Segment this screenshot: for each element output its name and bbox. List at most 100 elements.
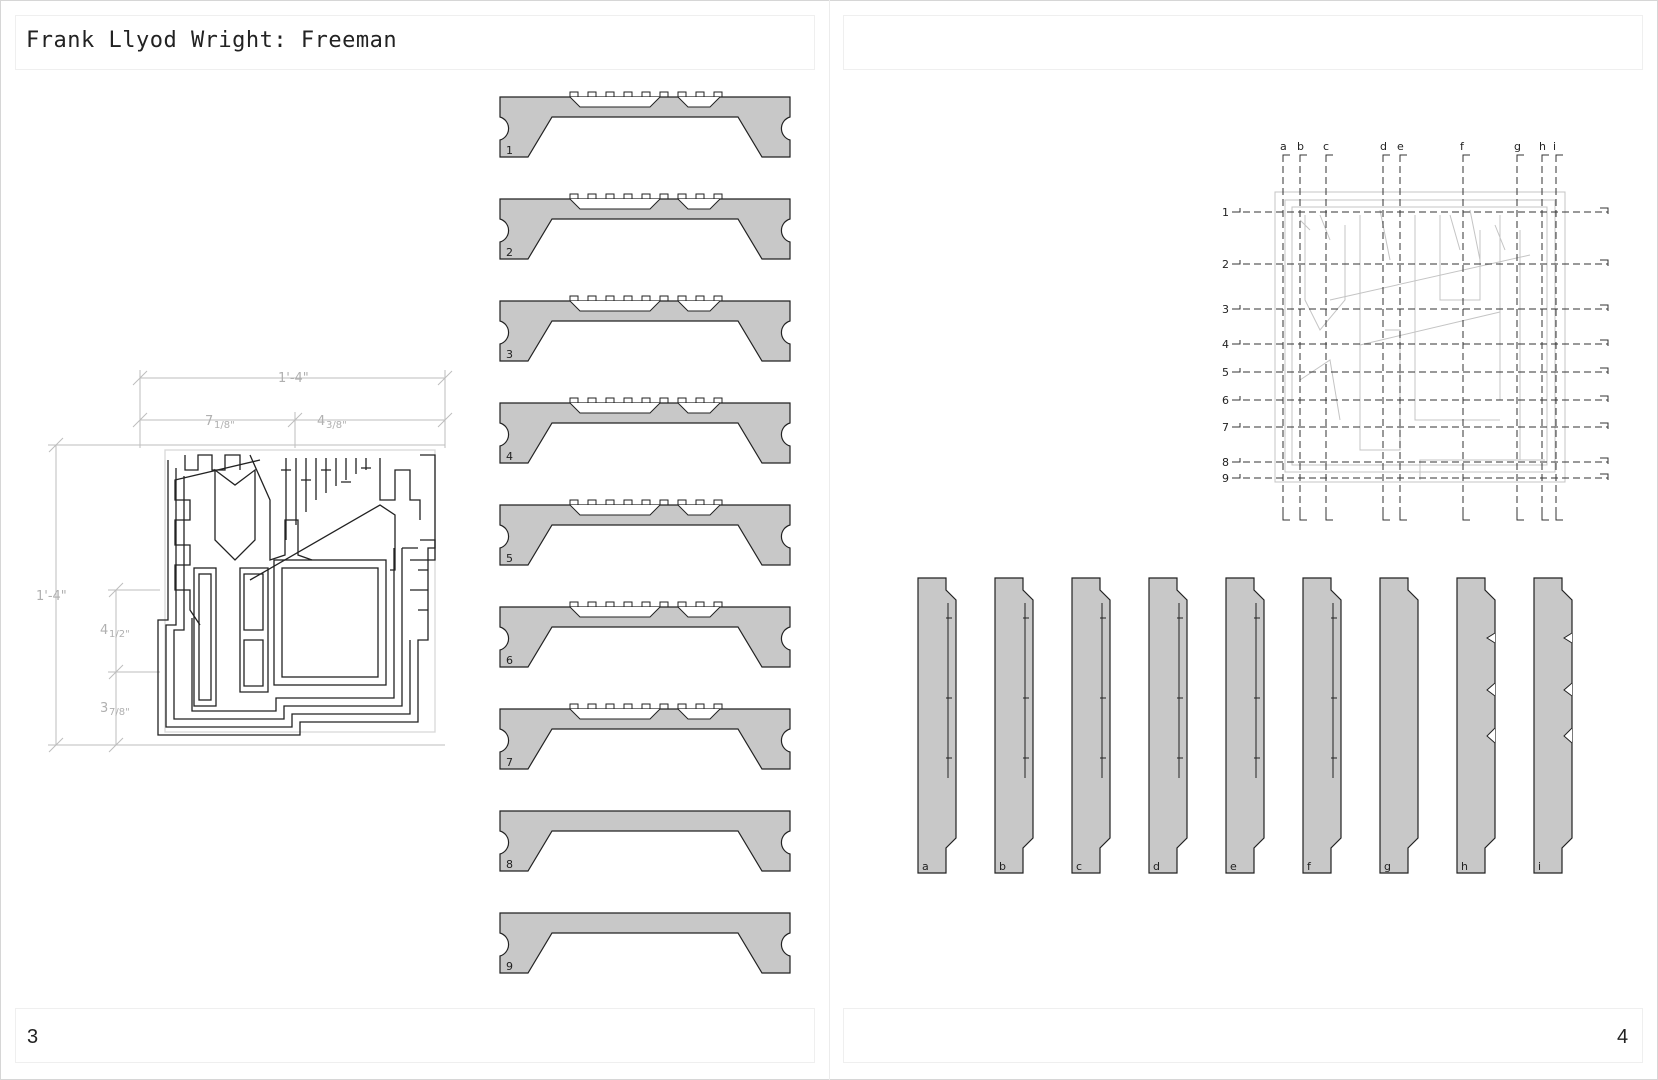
left-footer-box (15, 1008, 815, 1063)
section-col-c: c (1071, 577, 1111, 874)
cut-tick-row-1 (1232, 207, 1609, 214)
section-row-label: 8 (506, 858, 513, 871)
cut-tick-col-e (1399, 154, 1407, 521)
dim-left-label: 1'-4" (36, 589, 67, 604)
section-col-label: i (1538, 860, 1541, 873)
section-col-label: g (1384, 860, 1391, 873)
section-col-shape (1456, 577, 1496, 874)
cut-label-col-i: i (1553, 140, 1556, 153)
section-row-label: 2 (506, 246, 513, 259)
left-header-box (15, 15, 815, 70)
page-number-left: 3 (27, 1026, 39, 1048)
cut-label-col-f: f (1460, 140, 1465, 153)
section-col-detail (946, 603, 952, 778)
dim-a-label: 7 (205, 414, 213, 429)
section-col-f: f (1302, 577, 1342, 874)
cut-tick-row-7 (1232, 422, 1609, 429)
cut-label-row-5: 5 (1222, 366, 1229, 379)
section-col-shape (1379, 577, 1419, 874)
section-col-shape (1302, 577, 1342, 874)
right-footer-box (843, 1008, 1643, 1063)
section-row-detail (569, 295, 723, 301)
section-row-label: 3 (506, 348, 513, 361)
cut-tick-row-4 (1232, 339, 1609, 346)
section-row-label: 4 (506, 450, 513, 463)
section-row-detail (569, 91, 723, 97)
section-row-3: 3 (499, 295, 791, 362)
cut-label-col-b: b (1297, 140, 1304, 153)
cut-tick-row-6 (1232, 395, 1609, 402)
cut-tick-col-a (1282, 154, 1290, 521)
section-col-label: e (1230, 860, 1237, 873)
section-col-detail (1100, 603, 1106, 778)
section-row-label: 1 (506, 144, 513, 157)
dim-d-fraction: 7/8" (109, 707, 130, 718)
page-fold (829, 0, 830, 1080)
section-col-h: h (1456, 577, 1496, 874)
cut-label-row-7: 7 (1222, 421, 1229, 434)
section-row-recess (569, 402, 721, 414)
section-col-label: b (999, 860, 1006, 873)
cut-label-row-6: 6 (1222, 394, 1229, 407)
section-col-detail (1177, 603, 1183, 778)
section-row-detail (569, 397, 723, 403)
dim-a-fraction: 1/8" (214, 420, 235, 431)
section-col-notches (1563, 632, 1573, 744)
section-col-label: d (1153, 860, 1160, 873)
cut-label-row-4: 4 (1222, 338, 1229, 351)
section-col-label: c (1076, 860, 1082, 873)
section-col-e: e (1225, 577, 1265, 874)
section-row-recess (569, 96, 721, 108)
dim-c-fraction: 1/2" (109, 629, 130, 640)
section-row-4: 4 (499, 397, 791, 464)
section-row-detail (569, 499, 723, 505)
right-header-box (843, 15, 1643, 70)
section-col-label: h (1461, 860, 1468, 873)
section-col-shape (1225, 577, 1265, 874)
section-row-recess (569, 606, 721, 618)
cut-label-col-c: c (1323, 140, 1329, 153)
section-col-shape (994, 577, 1034, 874)
cut-tick-col-g (1516, 154, 1524, 521)
section-col-notches (1486, 632, 1496, 744)
key-plan-faint-block (1274, 191, 1566, 483)
section-row-6: 6 (499, 601, 791, 668)
section-col-shape (1533, 577, 1573, 874)
section-row-7: 7 (499, 703, 791, 770)
dim-b-fraction: 3/8" (326, 420, 347, 431)
section-col-g: g (1379, 577, 1419, 874)
dim-c-label: 4 (100, 623, 108, 638)
dim-b-label: 4 (317, 414, 325, 429)
dimension-lines (48, 370, 453, 753)
section-col-shape (1148, 577, 1188, 874)
cut-label-row-8: 8 (1222, 456, 1229, 469)
cut-label-row-3: 3 (1222, 303, 1229, 316)
cut-tick-col-f (1462, 154, 1470, 521)
dim-top-label: 1'-4" (278, 371, 309, 386)
section-col-a: a (917, 577, 957, 874)
section-row-1: 1 (499, 91, 791, 158)
section-row-label: 9 (506, 960, 513, 973)
cut-tick-row-2 (1232, 259, 1609, 266)
section-row-detail (569, 703, 723, 709)
section-col-d: d (1148, 577, 1188, 874)
section-row-recess (569, 708, 721, 720)
cut-tick-row-3 (1232, 304, 1609, 311)
dim-d-label: 3 (100, 701, 108, 716)
section-col-label: f (1307, 860, 1312, 873)
section-col-shape (1071, 577, 1111, 874)
section-col-detail (1331, 603, 1337, 778)
cut-tick-row-9 (1232, 473, 1609, 480)
section-cut-lines (1232, 154, 1609, 521)
section-row-label: 5 (506, 552, 513, 565)
section-row-8: 8 (499, 810, 791, 872)
cut-tick-row-5 (1232, 367, 1609, 374)
section-col-b: b (994, 577, 1034, 874)
cut-label-col-a: a (1280, 140, 1287, 153)
block-plan-outline (157, 449, 436, 736)
cut-label-row-1: 1 (1222, 206, 1229, 219)
